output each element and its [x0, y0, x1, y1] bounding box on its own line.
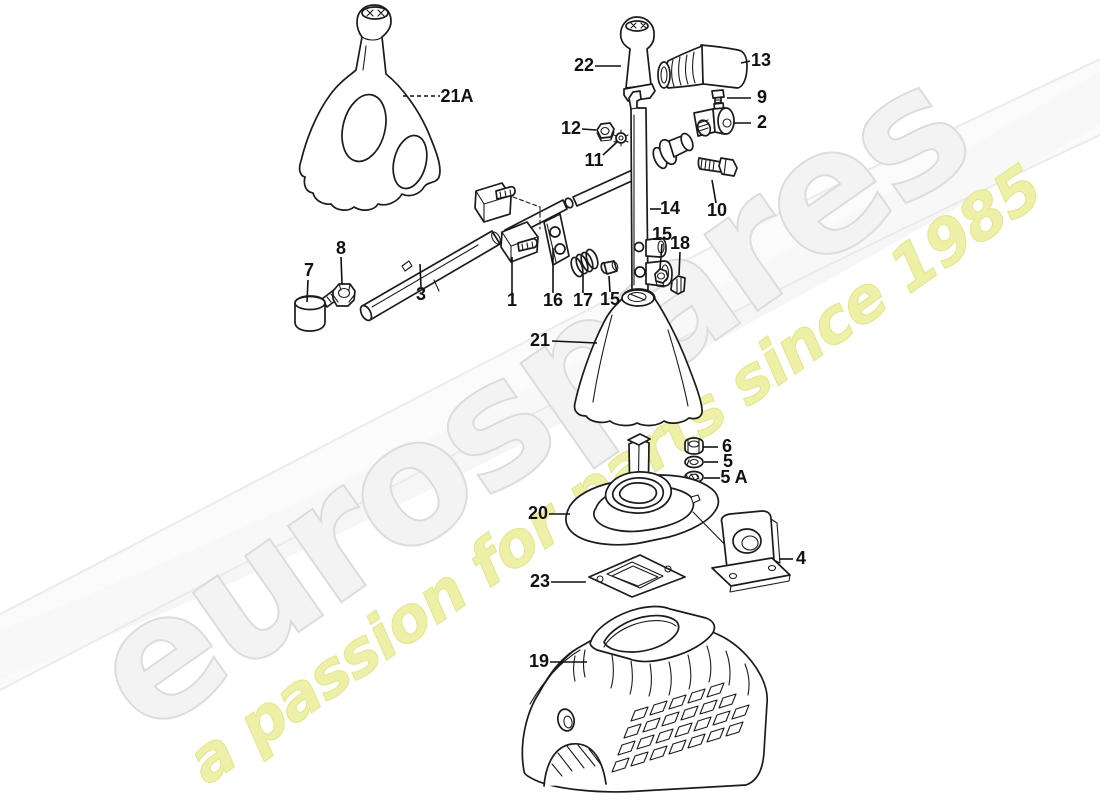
part-21-shift-boot: [573, 288, 703, 427]
part-number-16: 16: [543, 290, 563, 310]
part-number-9: 9: [757, 87, 767, 107]
part-number-6: 6: [722, 436, 732, 456]
leader-line-7: [306, 279, 309, 303]
part-number-3: 3: [416, 284, 426, 304]
part-number-21A: 21A: [440, 86, 473, 106]
part-number-19: 19: [529, 651, 549, 671]
part-number-1: 1: [507, 290, 517, 310]
part-4-bearing-bracket: [711, 510, 791, 593]
leader-line-15a: [608, 275, 611, 293]
leader-line-8: [340, 256, 343, 285]
part-5-washer: [684, 455, 704, 469]
leader-line-13: [740, 60, 751, 64]
part-3-shift-rod: [359, 230, 501, 322]
watermark-swoosh: [0, 58, 1100, 692]
part-13-bushing: [657, 44, 748, 89]
part-8-nut: [332, 283, 356, 307]
leader-line-10: [711, 179, 717, 204]
part-number-15b: 15: [652, 224, 672, 244]
part-number-15a: 15: [600, 289, 620, 309]
knob-emblem: [361, 6, 389, 20]
part-23-gasket: [588, 554, 686, 598]
leader-line-11: [602, 141, 618, 156]
part-number-10: 10: [707, 200, 727, 220]
knob-emblem: [625, 20, 649, 32]
part-10-bolt: [697, 157, 738, 177]
leader-line-15b: [659, 243, 663, 270]
leader-line-12: [581, 128, 597, 131]
part-16-plate: [543, 213, 570, 266]
part-number-2: 2: [757, 112, 767, 132]
part-14-shift-lever: [628, 90, 673, 294]
part-number-22: 22: [574, 55, 594, 75]
part-number-5A: 5 A: [720, 467, 747, 487]
part-number-23: 23: [530, 571, 550, 591]
part-9-bolt: [711, 89, 725, 106]
part-6-nut: [684, 437, 704, 455]
part-18-clip: [670, 275, 686, 295]
leader-line-3: [419, 263, 422, 288]
part-number-4: 4: [796, 548, 806, 568]
part-number-11: 11: [584, 150, 603, 170]
rod-bearing-collar: [652, 132, 694, 170]
part-number-13: 13: [751, 50, 771, 70]
part-2-coupling: [693, 102, 735, 137]
leader-line-18: [678, 251, 681, 276]
boot-emblem: [627, 291, 647, 303]
part-number-8: 8: [336, 238, 346, 258]
plate-stud: [690, 494, 701, 504]
leader-line-21: [551, 340, 598, 344]
part-11-lock-washer: [613, 129, 629, 147]
part-22-shift-knob: [619, 16, 656, 102]
part-20-boot-plate: [565, 433, 738, 558]
part-number-5: 5: [723, 451, 733, 471]
part-19-console: [521, 605, 769, 793]
part-number-7: 7: [304, 260, 314, 280]
part-number-21: 21: [530, 330, 550, 350]
part-number-17: 17: [573, 290, 593, 310]
part-15-bushing-left: [600, 260, 619, 275]
part-12-nut: [596, 122, 615, 142]
part-number-18: 18: [670, 233, 690, 253]
part-17-spring: [570, 248, 599, 278]
part-1-clamp: [474, 182, 541, 263]
part-21A-shift-knob-with-boot: [298, 4, 441, 211]
part-number-20: 20: [528, 503, 548, 523]
part-number-14: 14: [660, 198, 680, 218]
part-number-12: 12: [561, 118, 581, 138]
